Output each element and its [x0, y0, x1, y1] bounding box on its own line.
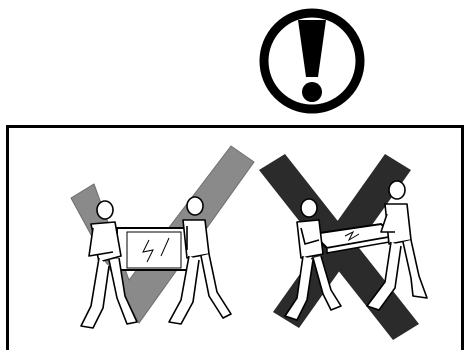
- correct-method: [71, 146, 254, 328]
- tv-box-upright: [117, 228, 189, 270]
- wrong-method: [259, 154, 427, 340]
- illustration-panel: [6, 125, 464, 350]
- exclamation-warning-icon: [254, 0, 374, 120]
